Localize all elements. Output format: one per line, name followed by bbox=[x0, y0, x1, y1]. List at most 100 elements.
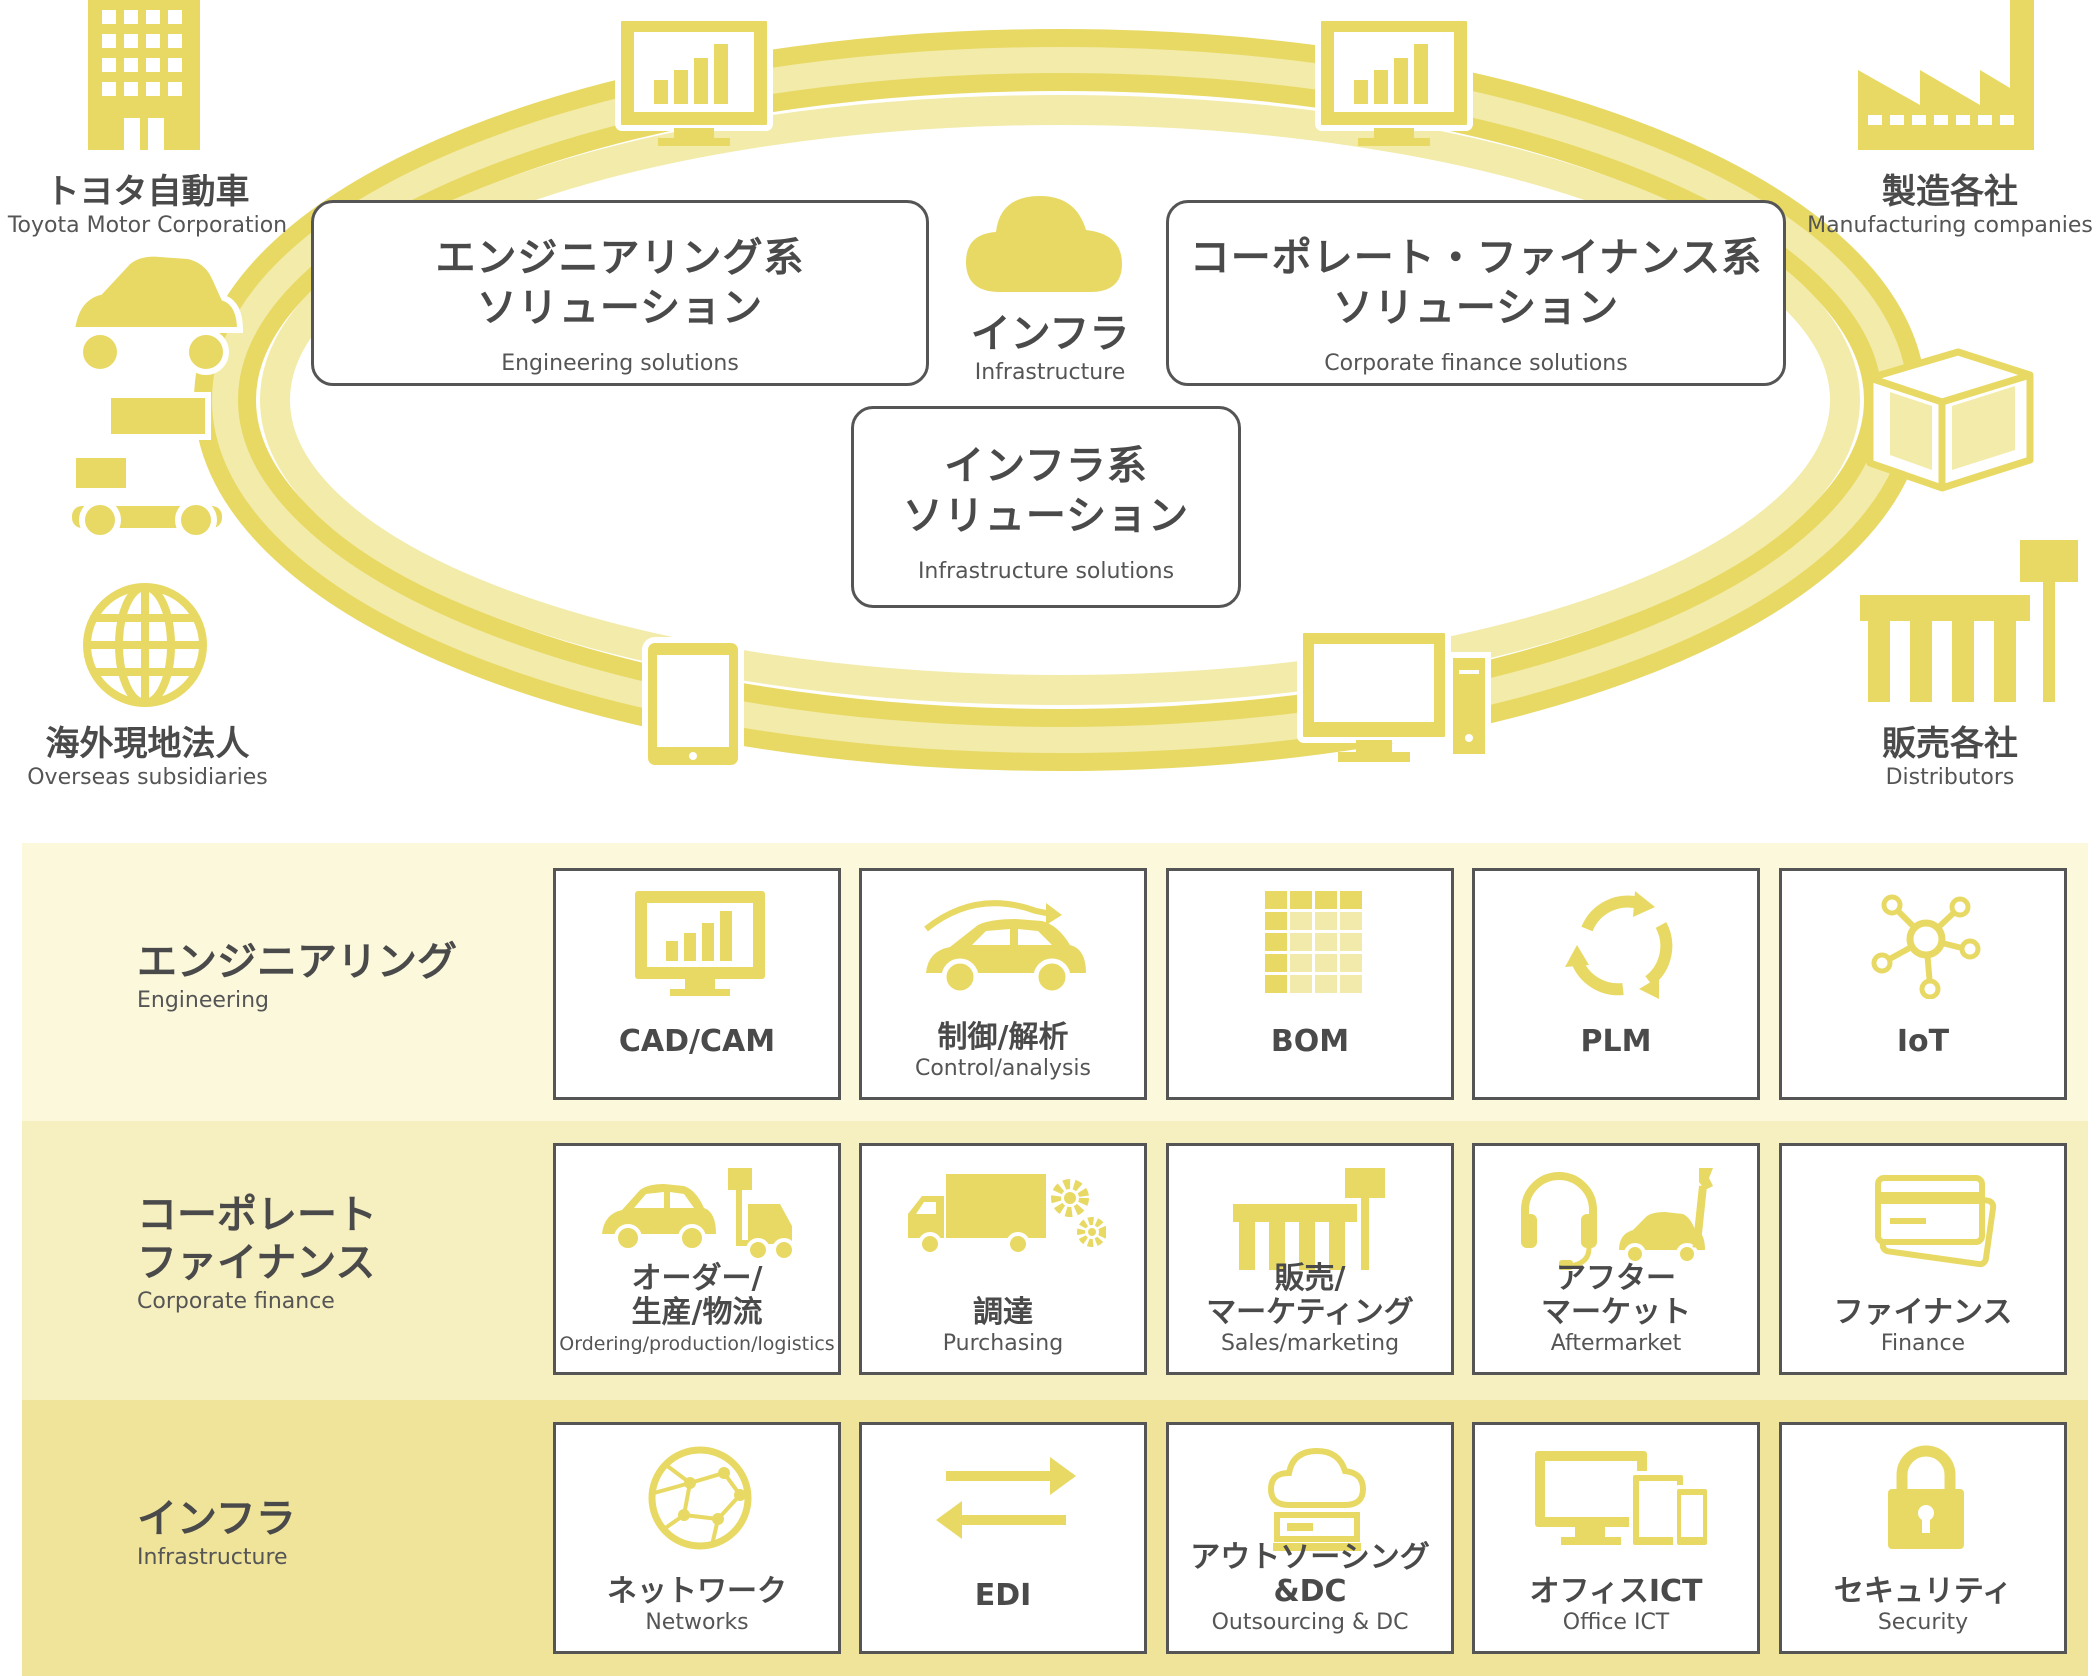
tile-title: ネットワーク bbox=[607, 1574, 787, 1609]
entity-jp: 海外現地法人 bbox=[45, 724, 250, 764]
tile-subtitle: Networks bbox=[645, 1610, 749, 1635]
solution-tile: EDI bbox=[859, 1422, 1147, 1654]
solution-title-line1: コーポレート・ファイナンス系 bbox=[1189, 235, 1763, 281]
solution-tile: CAD/CAM bbox=[553, 868, 841, 1100]
monitor-chart-icon bbox=[1315, 15, 1473, 146]
tile-title: 調達 bbox=[973, 1295, 1033, 1330]
band-title: インフラ bbox=[137, 1496, 296, 1542]
entity-en: Distributors bbox=[1885, 765, 2015, 790]
solution-title-line2: ソリューション bbox=[1332, 285, 1620, 331]
tile-labels: IoT bbox=[1782, 1025, 2064, 1059]
infrastructure-solutions-box: インフラ系 ソリューション Infrastructure solutions bbox=[851, 406, 1241, 608]
entity-en: Toyota Motor Corporation bbox=[7, 213, 288, 238]
tile-subtitle: Ordering/production/logistics bbox=[559, 1333, 835, 1355]
entity-jp: 製造各社 bbox=[1882, 172, 2018, 212]
tile-title: CAD/CAM bbox=[618, 1024, 776, 1059]
solution-title-line1: インフラ系 bbox=[944, 443, 1148, 489]
cloud-en: Infrastructure bbox=[974, 360, 1126, 385]
solution-tile: IoT bbox=[1779, 868, 2067, 1100]
tile-subtitle: Office ICT bbox=[1562, 1610, 1670, 1635]
band-subtitle: Corporate finance bbox=[137, 1289, 335, 1314]
tile-title: マーケティング bbox=[1206, 1295, 1414, 1330]
entity-manufacturers: 製造各社 Manufacturing companies bbox=[1800, 172, 2100, 240]
tile-title: BOM bbox=[1270, 1024, 1350, 1059]
tile-labels: BOM bbox=[1169, 1025, 1451, 1059]
entity-en: Overseas subsidiaries bbox=[27, 765, 268, 790]
tile-labels: オーダー/生産/物流 Ordering/production/logistics bbox=[556, 1262, 838, 1358]
tile-subtitle: Sales/marketing bbox=[1220, 1331, 1400, 1356]
tile-title: 販売/ bbox=[1274, 1261, 1346, 1296]
corporate-solutions-box: コーポレート・ファイナンス系 ソリューション Corporate finance… bbox=[1166, 200, 1786, 386]
car-lift-icon bbox=[68, 250, 244, 541]
band-label: コーポレートファイナンス Corporate finance bbox=[137, 1191, 377, 1317]
solution-en: Engineering solutions bbox=[501, 351, 739, 376]
globe-icon bbox=[83, 583, 207, 707]
tile-title: 生産/物流 bbox=[631, 1295, 763, 1330]
tile-title: オーダー/ bbox=[631, 1261, 763, 1296]
band-label: エンジニアリング Engineering bbox=[137, 938, 457, 1016]
band-title: コーポレート bbox=[137, 1192, 377, 1238]
tile-subtitle: Purchasing bbox=[942, 1331, 1064, 1356]
solution-en: Corporate finance solutions bbox=[1324, 351, 1628, 376]
tile-title: セキュリティ bbox=[1833, 1574, 2013, 1609]
band-subtitle: Engineering bbox=[137, 988, 269, 1013]
cloud-icon bbox=[966, 196, 1122, 292]
monitor-chart-icon bbox=[615, 15, 773, 146]
tile-title: ファイナンス bbox=[1833, 1295, 2013, 1330]
entity-distributors: 販売各社 Distributors bbox=[1830, 724, 2070, 792]
cloud-infrastructure-label: インフラ Infrastructure bbox=[940, 310, 1160, 388]
tile-title: オフィスICT bbox=[1529, 1574, 1703, 1609]
solution-tile: PLM bbox=[1472, 868, 1760, 1100]
tile-labels: EDI bbox=[862, 1579, 1144, 1613]
tile-title: アフター bbox=[1556, 1261, 1676, 1296]
tile-subtitle: Outsourcing & DC bbox=[1211, 1610, 1409, 1635]
tile-labels: PLM bbox=[1475, 1025, 1757, 1059]
tile-subtitle: Finance bbox=[1880, 1331, 1966, 1356]
solution-tile: BOM bbox=[1166, 868, 1454, 1100]
ecosystem-ring bbox=[68, 0, 2078, 771]
band-title: ファイナンス bbox=[137, 1240, 376, 1286]
solution-title-line2: ソリューション bbox=[476, 285, 764, 331]
tile-subtitle: Security bbox=[1877, 1610, 1969, 1635]
band-subtitle: Infrastructure bbox=[137, 1545, 288, 1570]
tile-title: EDI bbox=[974, 1578, 1032, 1613]
entity-jp: 販売各社 bbox=[1882, 724, 2018, 764]
band-title: エンジニアリング bbox=[137, 939, 457, 985]
tile-title: IoT bbox=[1896, 1024, 1950, 1059]
entity-toyota: トヨタ自動車 Toyota Motor Corporation bbox=[0, 172, 295, 240]
entity-jp: トヨタ自動車 bbox=[45, 172, 250, 212]
tablet-icon bbox=[642, 637, 744, 771]
tile-title: PLM bbox=[1580, 1024, 1652, 1059]
solution-title-line1: エンジニアリング系 bbox=[435, 235, 805, 281]
tile-labels: CAD/CAM bbox=[556, 1025, 838, 1059]
office-building-icon bbox=[88, 0, 200, 150]
tile-title: 制御/解析 bbox=[937, 1020, 1069, 1055]
engineering-solutions-box: エンジニアリング系 ソリューション Engineering solutions bbox=[311, 200, 929, 386]
factory-icon bbox=[1858, 0, 2034, 150]
cloud-jp: インフラ bbox=[970, 311, 1130, 357]
solution-tile: オーダー/生産/物流 Ordering/production/logistics bbox=[553, 1143, 841, 1375]
solution-title-line2: ソリューション bbox=[902, 493, 1190, 539]
tile-subtitle: Control/analysis bbox=[914, 1056, 1091, 1081]
tile-title: マーケット bbox=[1541, 1295, 1691, 1330]
tile-title: &DC bbox=[1273, 1574, 1347, 1609]
